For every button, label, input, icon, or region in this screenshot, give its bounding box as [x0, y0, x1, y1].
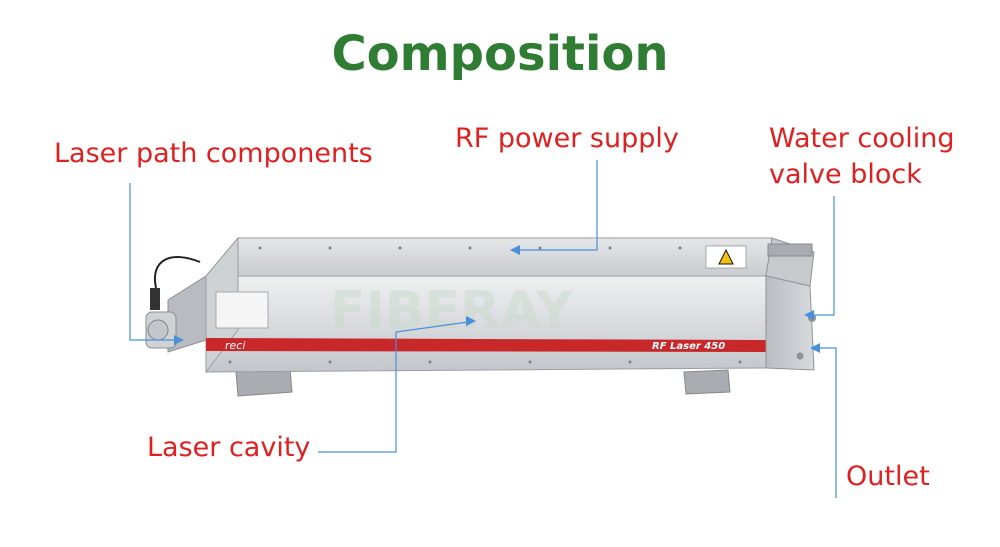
- leader-lines: [129, 160, 837, 498]
- laser-cavity-body: reci RF Laser 450 FIBERAY: [204, 236, 773, 374]
- label-outlet: Outlet: [846, 461, 930, 492]
- label-water-cooling-line1: Water cooling: [769, 123, 955, 154]
- page-title: Composition: [331, 26, 669, 82]
- leader-outlet: [818, 347, 837, 498]
- leader-laser-cavity: [318, 321, 469, 453]
- warning-sticker: [705, 245, 747, 269]
- label-laser-path-components: Laser path components: [54, 138, 373, 169]
- mounting-feet: [235, 367, 731, 397]
- watermark: FIBERAY: [330, 281, 574, 341]
- brand-text: reci: [225, 339, 245, 352]
- leader-laser-path: [129, 183, 176, 341]
- leader-water-cooling: [812, 196, 835, 316]
- laser-path-assembly: [145, 256, 207, 353]
- water-cooling-block: [765, 237, 816, 371]
- leader-arrowheads: [174, 245, 820, 353]
- spec-label: [215, 291, 269, 329]
- red-stripe: [206, 338, 766, 352]
- label-laser-cavity: Laser cavity: [147, 432, 311, 463]
- model-text: RF Laser 450: [652, 341, 725, 352]
- label-water-cooling-line2: valve block: [769, 159, 922, 190]
- label-rf-power-supply: RF power supply: [455, 123, 679, 154]
- leader-rf-power: [518, 160, 598, 251]
